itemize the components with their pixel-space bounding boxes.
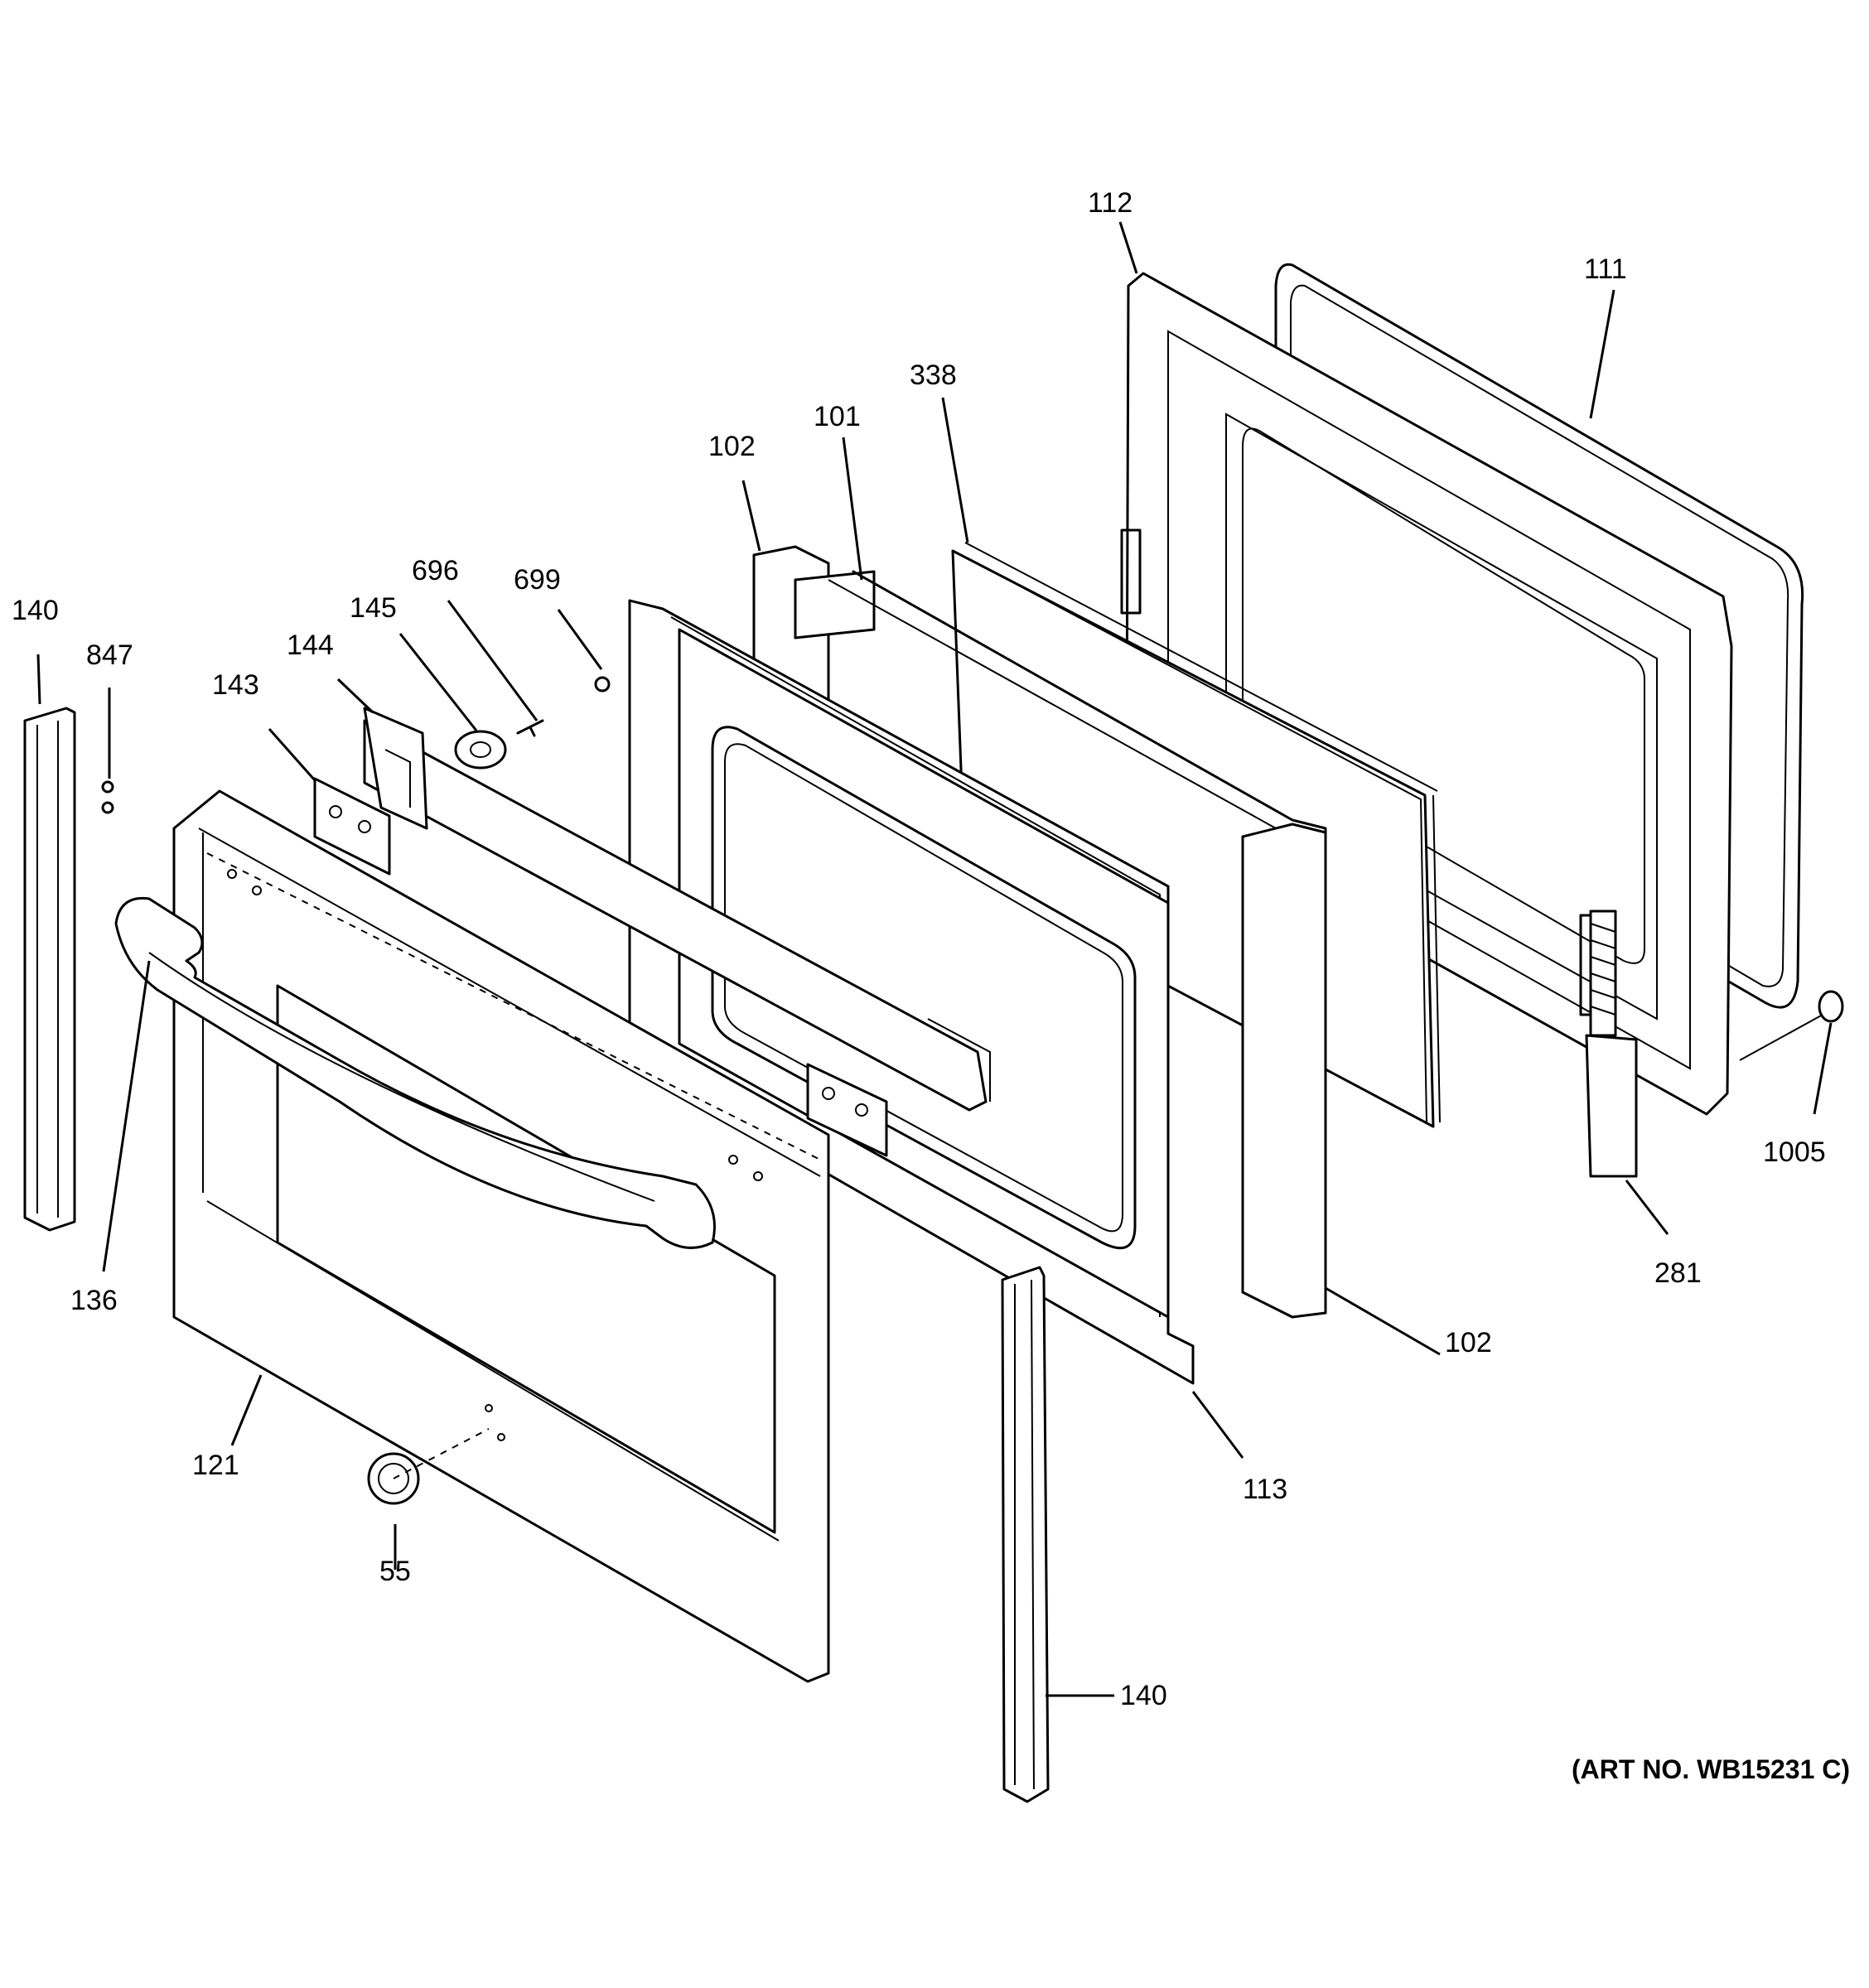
- part-281-door-hinge: [1585, 910, 1638, 1178]
- callout-113: 113: [1243, 1474, 1288, 1505]
- callout-112: 112: [1088, 187, 1133, 219]
- part-111-door-gasket: [1274, 263, 1804, 1009]
- callout-281: 281: [1654, 1257, 1702, 1289]
- part-102-insulation-block: [1241, 823, 1327, 1319]
- part-140-side-trim-bottom: [1001, 1266, 1050, 1803]
- part-112-inner-door-liner: [1120, 272, 1733, 1116]
- callout-338: 338: [910, 359, 957, 391]
- part-145-door-bracket: [363, 719, 991, 1112]
- part-121-outer-door: [172, 789, 830, 1683]
- callout-1005: 1005: [1763, 1136, 1826, 1168]
- part-847-screws: [101, 780, 114, 814]
- part-140-side-trim-left: [23, 707, 76, 1232]
- leader-lines: [36, 221, 1833, 1697]
- part-143-plate-right: [806, 1063, 888, 1157]
- callout-55: 55: [379, 1556, 411, 1587]
- part-55-door-bumper: [367, 1428, 490, 1505]
- part-696-washer: [454, 730, 507, 770]
- callout-102-top: 102: [708, 431, 756, 462]
- callout-140-left: 140: [12, 595, 59, 626]
- callout-101: 101: [814, 401, 861, 432]
- callout-121: 121: [192, 1450, 239, 1481]
- part-143-plate-left: [313, 777, 391, 876]
- callout-847: 847: [86, 639, 133, 671]
- art-number: (ART NO. WB15231 C): [1572, 1754, 1851, 1784]
- part-1005-bolt: [1739, 990, 1844, 1061]
- part-699-screw: [516, 676, 611, 737]
- callout-145: 145: [350, 592, 397, 624]
- callout-696: 696: [412, 555, 459, 586]
- callout-102-right: 102: [1445, 1327, 1492, 1358]
- callout-136: 136: [70, 1285, 118, 1316]
- part-136-door-handle: [114, 896, 716, 1249]
- part-144-hinge-bracket: [363, 707, 428, 830]
- callout-140-bottom: 140: [1120, 1680, 1167, 1711]
- callout-111: 111: [1584, 253, 1627, 285]
- callout-144: 144: [287, 630, 334, 661]
- callout-143: 143: [212, 669, 259, 701]
- callout-699: 699: [514, 564, 561, 596]
